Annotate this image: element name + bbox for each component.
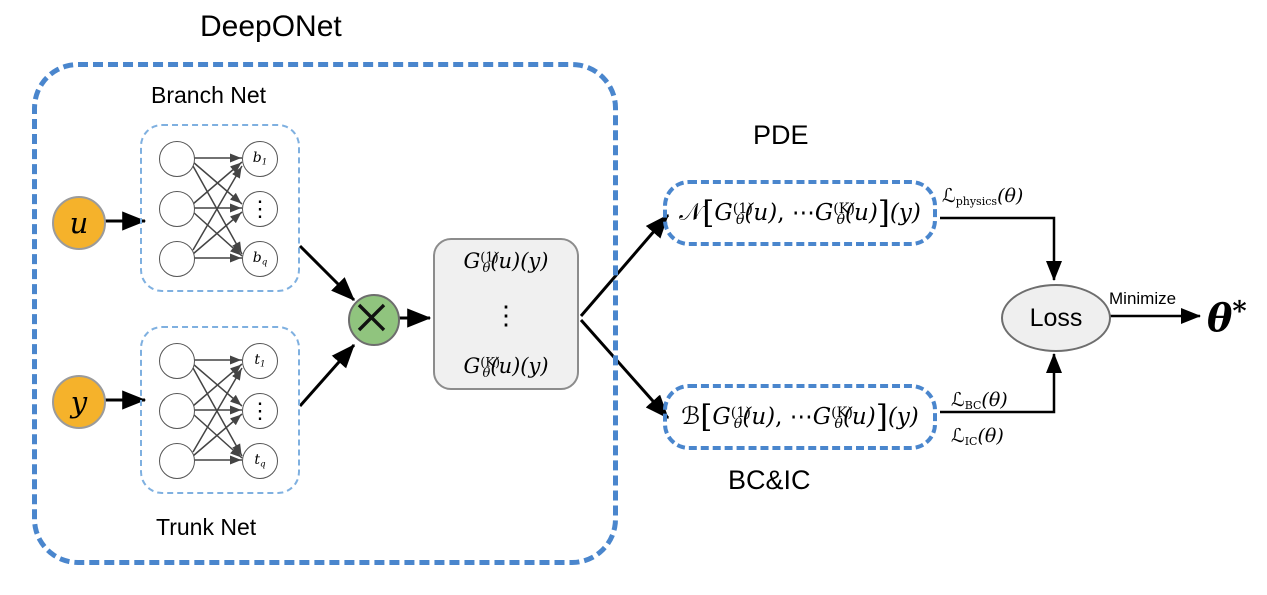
bc-loss-tag: ℒBC(θ) [951,389,1008,413]
pde-equation-box: 𝒩[G(1)θ(u), ⋯G(K)θ(u)](y) [663,180,937,246]
physics-loss-tag: ℒphysics(θ) [942,185,1024,209]
optimal-parameters: θ* [1207,295,1247,341]
trunk-hidden-node-3 [159,443,195,479]
bcic-label: BC&IC [728,465,811,495]
trunk-hidden-node-2 [159,393,195,429]
branch-output-node-bq: bq [242,241,278,277]
trunk-output-node-dots: ⋮ [242,393,278,429]
branch-hidden-node-3 [159,241,195,277]
bcic-equation-box: ℬ[G(1)θ(u), ⋯G(K)θ(u)](y) [663,384,937,450]
minimize-label: Minimize [1109,289,1177,308]
branch-output-node-b1: b1 [242,141,278,177]
branch-net-container [140,124,300,292]
branch-output-node-dots: ⋮ [242,191,278,227]
branch-hidden-node-2 [159,191,195,227]
deeponet-title: DeepONet [200,10,342,43]
pde-label: PDE [753,120,809,150]
pde-equation: 𝒩[G(1)θ(u), ⋯G(K)θ(u)](y) [679,195,921,231]
ic-loss-tag: ℒIC(θ) [951,425,1004,449]
multiply-icon [357,303,386,332]
multiply-node[interactable] [348,294,400,346]
output-vdots: ⋮ [493,299,519,330]
loss-node[interactable]: Loss [1001,284,1111,352]
trunk-vdots: ⋮ [249,398,271,424]
branch-vdots: ⋮ [249,196,271,222]
loss-label: Loss [1029,303,1083,332]
branch-net-label: Branch Net [151,82,267,108]
input-node-y[interactable]: y [52,375,106,429]
deeponet-container [32,62,618,565]
trunk-net-container [140,326,300,494]
input-u-symbol: u [69,206,89,240]
trunk-hidden-node-1 [159,343,195,379]
branch-b1-label: b1 [252,150,268,168]
trunk-output-node-tq: tq [242,443,278,479]
branch-hidden-node-1 [159,141,195,177]
branch-bq-label: bq [252,250,268,268]
trunk-t1-label: t1 [254,352,266,370]
trunk-output-node-t1: t1 [242,343,278,379]
input-y-symbol: y [70,385,88,419]
output-term-first: G(1)θ(u)(y) [463,249,549,276]
output-term-last: G(K)θ(u)(y) [463,354,549,381]
bcic-equation: ℬ[G(1)θ(u), ⋯G(K)θ(u)](y) [681,399,919,435]
trunk-tq-label: tq [254,452,266,470]
trunk-net-label: Trunk Net [156,514,257,540]
input-node-u[interactable]: u [52,196,106,250]
operator-output-box: G(1)θ(u)(y) ⋮ G(K)θ(u)(y) [433,238,579,390]
